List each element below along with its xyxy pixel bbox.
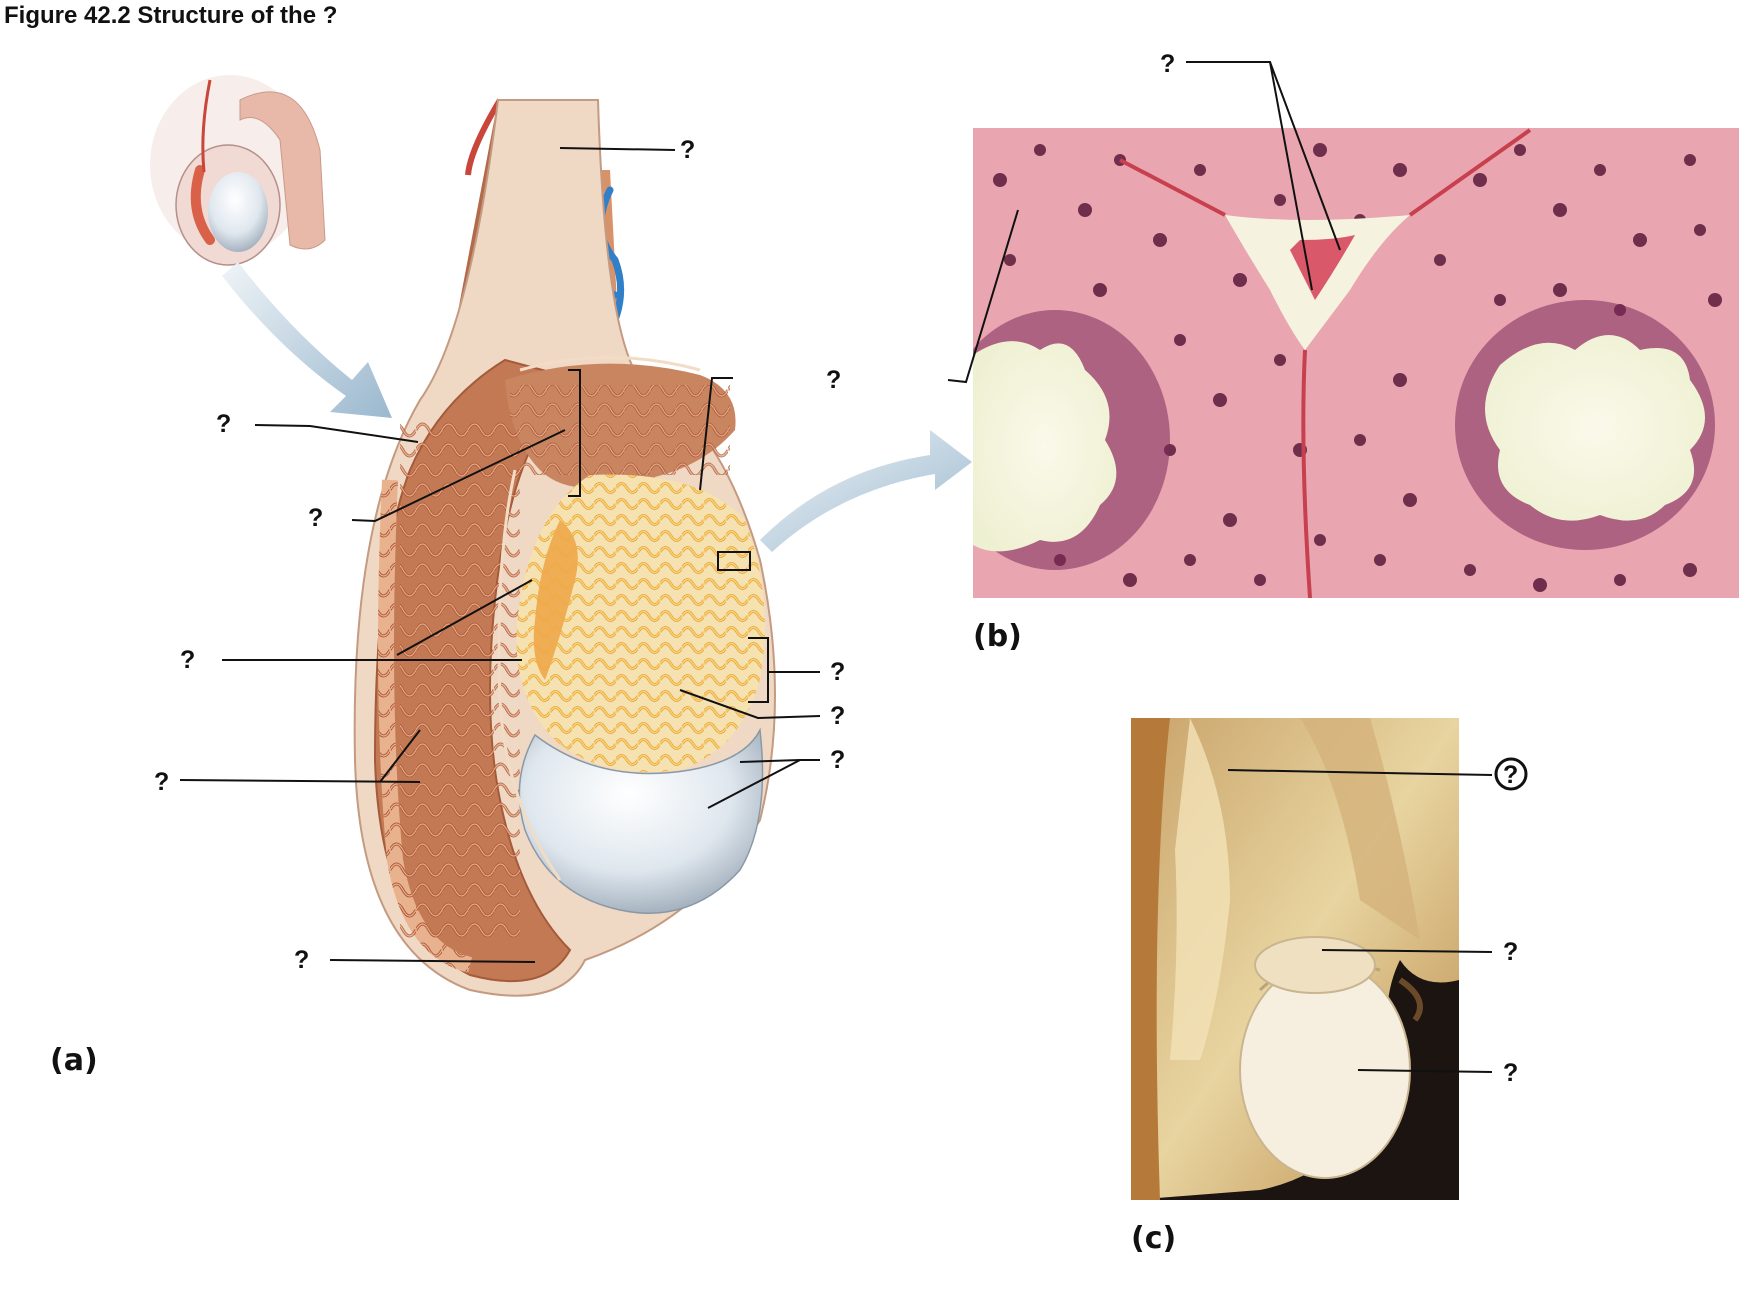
label-septum: ? xyxy=(308,504,323,532)
locator-inset xyxy=(150,75,326,266)
cell-nuclei xyxy=(993,143,1722,592)
panel-c: ? ? ? (c) xyxy=(1131,718,1528,1256)
leader-lines-a xyxy=(179,147,821,963)
tunica-albuginea xyxy=(518,727,764,914)
figure-title: Figure 42.2 Structure of the ? xyxy=(4,2,338,29)
label-tunica-albuginea: ? xyxy=(830,746,845,774)
label-spermatic-cord: ? xyxy=(680,136,695,164)
rete-testis xyxy=(533,520,578,680)
magnify-arrow-b xyxy=(760,430,972,552)
label-seminiferous-tubule: ? xyxy=(830,658,845,686)
label-tubule-straight: ? xyxy=(830,702,845,730)
label-epididymis-tail: ? xyxy=(294,946,309,974)
tubule-lumen-right xyxy=(1485,335,1705,521)
panel-label-c: (c) xyxy=(1131,1221,1176,1256)
panel-b: ? (b) xyxy=(947,50,1739,654)
leader-lines-c xyxy=(1227,769,1493,1073)
label-rete-testis: ? xyxy=(180,646,195,674)
label-lobule: ? xyxy=(826,366,841,394)
panel-label-a: (a) xyxy=(50,1043,98,1078)
panel-label-b: (b) xyxy=(973,619,1022,654)
tubule-lumen-left xyxy=(973,341,1117,552)
label-ductus-deferens: ? xyxy=(216,410,231,438)
label-efferent-ductule: ? xyxy=(154,768,169,796)
label-interstitial-cells: ? xyxy=(1160,50,1175,78)
epididymis-specimen xyxy=(1254,936,1376,994)
magnify-arrow-a xyxy=(222,262,392,418)
label-testis-specimen: ? xyxy=(1503,1059,1518,1087)
label-spermatic-cord-specimen: ? xyxy=(1503,761,1518,789)
magnification-box xyxy=(717,551,751,571)
label-epididymis-specimen: ? xyxy=(1503,938,1518,966)
panel-a: ? ? ? ? ? ? ? ? ? ? (a) xyxy=(50,75,845,1078)
circled-label-marker xyxy=(1494,757,1528,791)
leader-lines-b xyxy=(947,61,1341,384)
